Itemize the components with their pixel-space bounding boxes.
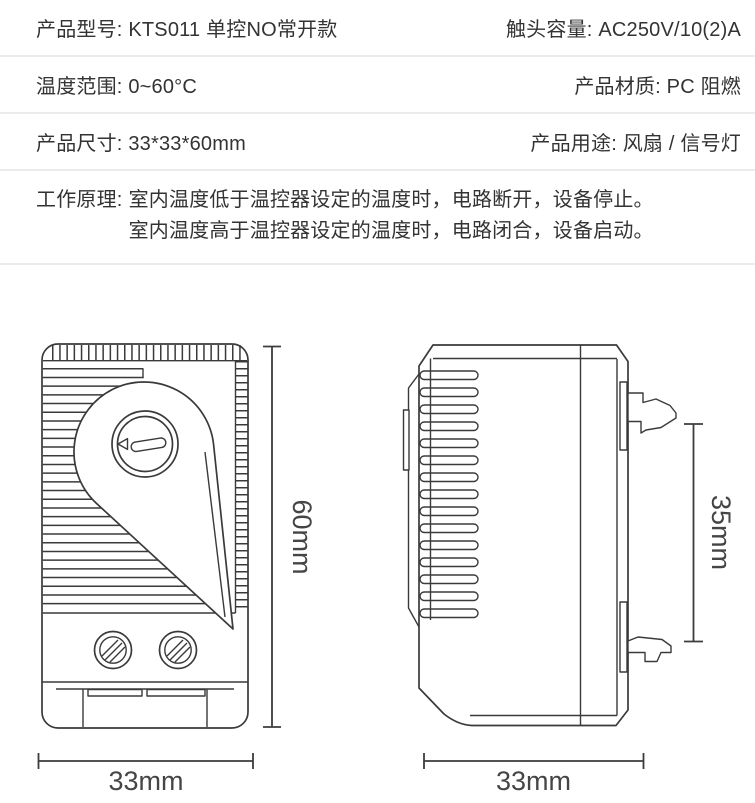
front-height-dimension: 60mm	[263, 345, 317, 728]
principle-line-1: 室内温度低于温控器设定的温度时，电路断开，设备停止。	[128, 189, 654, 211]
side-bezel-profile	[407, 373, 420, 628]
dial-plate-bevel-line	[204, 451, 226, 618]
spec-label-temp-range: 温度范围:	[36, 76, 123, 98]
din-clip-spacing-dimension: 35mm	[684, 423, 736, 643]
side-view-drawing: 35mm 33mm	[402, 344, 736, 796]
side-width-dimension-label: 33mm	[496, 766, 571, 796]
terminal-screw-left[interactable]	[93, 630, 133, 670]
spec-value-material: PC 阻燃	[666, 76, 741, 98]
spec-row-temp-material: 温度范围: 0~60°C 产品材质: PC 阻燃	[0, 57, 755, 114]
front-height-dimension-label: 60mm	[287, 499, 317, 574]
spec-row-size-usage: 产品尺寸: 33*33*60mm 产品用途: 风扇 / 信号灯	[0, 114, 755, 171]
din-clip-top[interactable]	[627, 392, 677, 434]
dial-pointer-icon	[117, 437, 129, 451]
spec-row-working-principle: 工作原理: 室内温度低于温控器设定的温度时，电路断开，设备停止。 室内温度高于温…	[0, 171, 755, 265]
spec-table: 产品型号: KTS011 单控NO常开款 触头容量: AC250V/10(2)A…	[0, 0, 755, 265]
spec-value-contact-capacity: AC250V/10(2)A	[598, 19, 741, 41]
spec-cell-usage: 产品用途: 风扇 / 信号灯	[530, 127, 741, 156]
spec-label-material: 产品材质:	[574, 76, 661, 98]
spec-cell-size: 产品尺寸: 33*33*60mm	[36, 127, 530, 156]
spec-label-size: 产品尺寸:	[36, 133, 123, 155]
spec-label-usage: 产品用途:	[530, 133, 617, 155]
spec-value-size: 33*33*60mm	[128, 133, 246, 155]
principle-label: 工作原理:	[36, 189, 123, 211]
side-body	[418, 344, 629, 727]
front-width-dimension-label: 33mm	[108, 766, 183, 796]
technical-drawings: 60mm 33mm	[0, 265, 755, 803]
dial-slot	[130, 437, 167, 453]
spec-cell-temp-range: 温度范围: 0~60°C	[36, 70, 574, 99]
side-width-dimension: 33mm	[423, 753, 645, 796]
din-slot-bottom	[619, 601, 628, 673]
spec-value-model: KTS011 单控NO常开款	[128, 19, 338, 41]
spec-cell-material: 产品材质: PC 阻燃	[574, 70, 741, 99]
spec-label-model: 产品型号:	[36, 19, 123, 41]
din-clip-spacing-label: 35mm	[706, 495, 736, 570]
front-base-tab-right	[146, 688, 206, 697]
drawings-svg: 60mm 33mm	[37, 343, 736, 796]
principle-line-2: 室内温度高于温控器设定的温度时，电路闭合，设备启动。	[128, 220, 654, 242]
front-base-plate	[82, 689, 208, 727]
front-width-dimension: 33mm	[37, 753, 254, 796]
front-base-tab-left	[87, 688, 143, 697]
principle-text: 室内温度低于温控器设定的温度时，电路断开，设备停止。 室内温度高于温控器设定的温…	[129, 185, 654, 247]
spec-cell-model: 产品型号: KTS011 单控NO常开款	[36, 13, 506, 42]
din-clip-bottom[interactable]	[627, 636, 672, 663]
side-knob-profile	[402, 409, 410, 471]
front-fin-mask	[143, 361, 236, 627]
din-slot-top	[619, 381, 628, 451]
front-view-drawing: 60mm 33mm	[37, 343, 317, 796]
spec-label-contact-capacity: 触头容量:	[505, 19, 593, 41]
spec-value-usage: 风扇 / 信号灯	[622, 133, 741, 155]
spec-cell-contact-capacity: 触头容量: AC250V/10(2)A	[506, 13, 741, 42]
spec-row-model-capacity: 产品型号: KTS011 单控NO常开款 触头容量: AC250V/10(2)A	[0, 0, 755, 57]
spec-value-temp-range: 0~60°C	[128, 76, 198, 98]
terminal-screw-right[interactable]	[158, 630, 198, 670]
side-fins	[419, 370, 479, 619]
